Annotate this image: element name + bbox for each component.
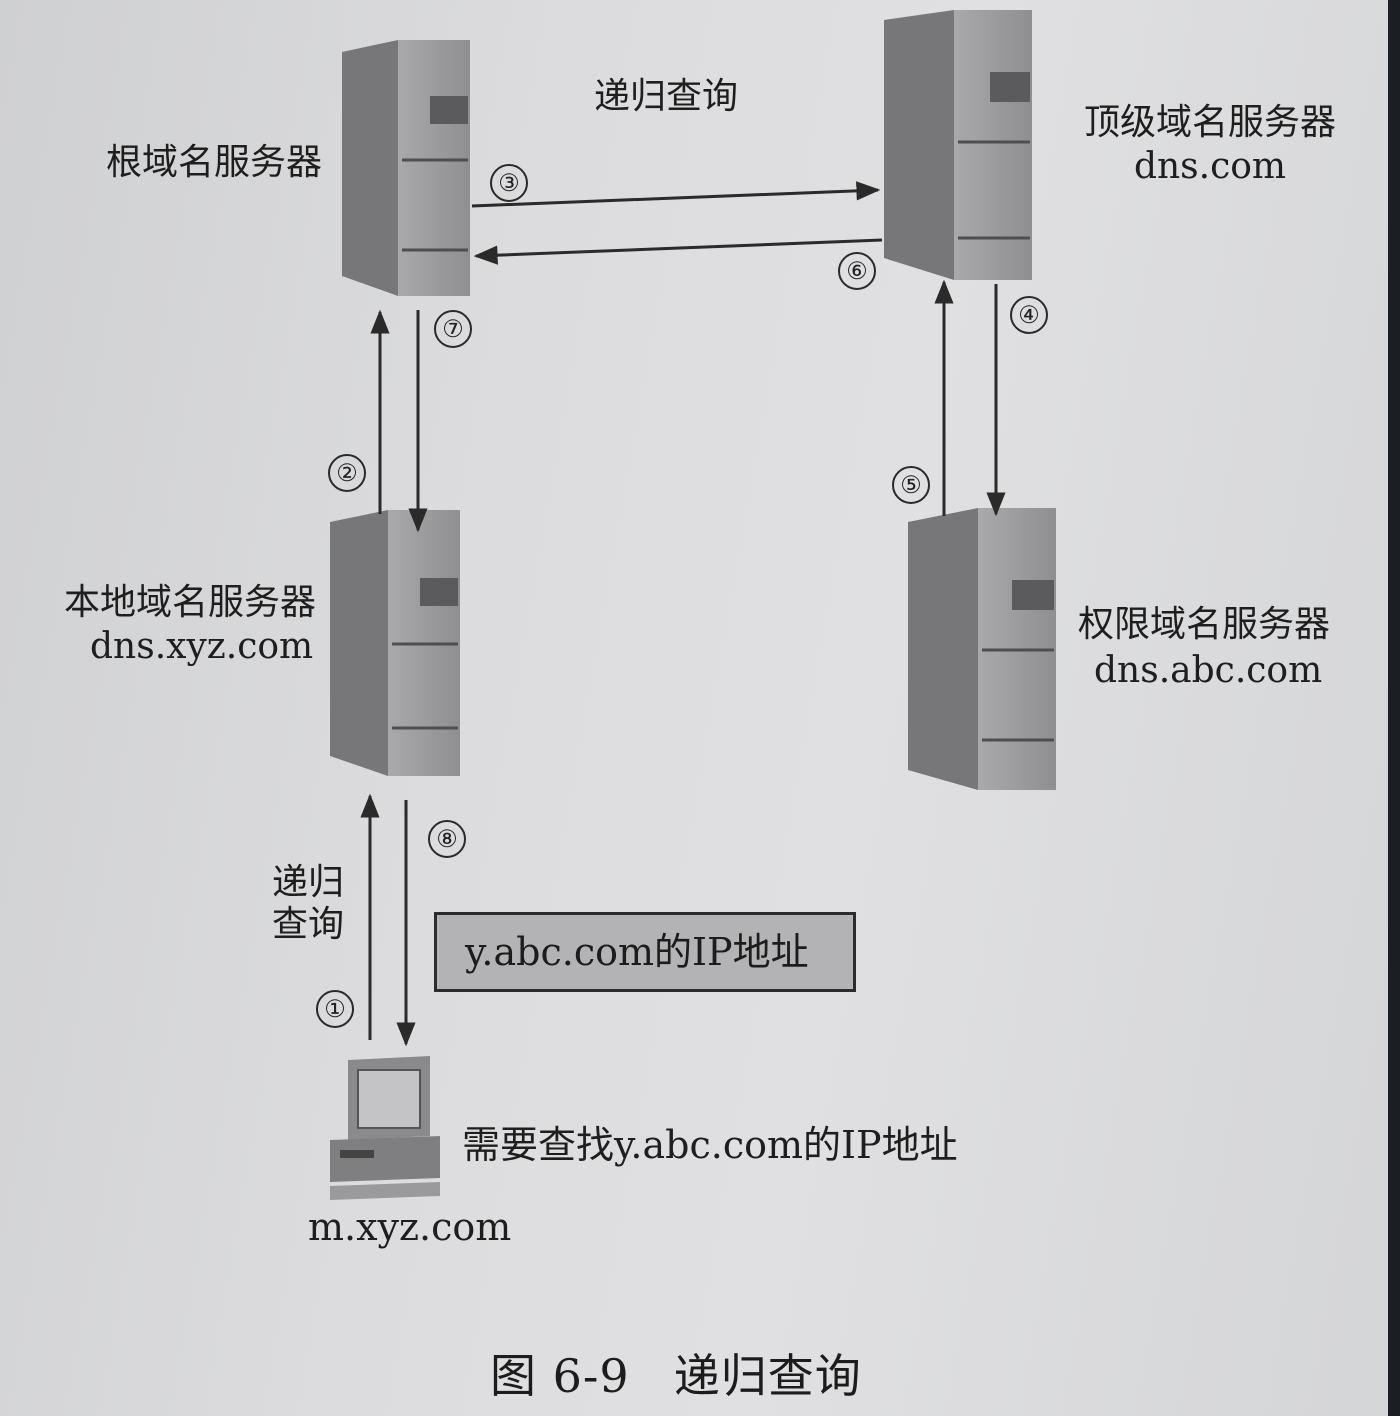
figure-title: 递归查询 — [673, 1349, 862, 1403]
figure-caption: 图 6-9 递归查询 — [490, 1340, 906, 1406]
root-server-label: 根域名服务器 — [106, 142, 323, 183]
authoritative-server-label: 权限域名服务器 — [1078, 604, 1331, 645]
authoritative-domain-label: dns.abc.com — [1094, 650, 1323, 691]
step-2-marker: ② — [328, 454, 366, 492]
authoritative-server-icon — [908, 508, 1056, 790]
figure-number: 图 6-9 — [490, 1349, 630, 1403]
local-server-label: 本地域名服务器 — [64, 582, 317, 623]
tld-domain-label: dns.com — [1133, 146, 1287, 187]
screen-edge-strip — [1388, 0, 1400, 1416]
tld-server-label: 顶级域名服务器 — [1083, 102, 1336, 143]
local-server-icon — [330, 510, 460, 776]
local-domain-label: dns.xyz.com — [90, 626, 314, 667]
client-computer-icon — [330, 1056, 440, 1200]
recursive-query-left-line1: 递归 — [272, 862, 345, 903]
client-need-label: 需要查找y.abc.com的IP地址 — [462, 1123, 958, 1167]
tld-server-icon — [884, 10, 1032, 280]
client-host-label: m.xyz.com — [308, 1205, 512, 1249]
step-3-marker: ③ — [490, 164, 528, 202]
step-8-marker: ⑧ — [428, 820, 466, 858]
step-1-marker: ① — [316, 990, 354, 1028]
step-7-marker: ⑦ — [434, 310, 472, 348]
step-6-marker: ⑥ — [838, 252, 876, 290]
step-4-marker: ④ — [1010, 296, 1048, 334]
step-5-marker: ⑤ — [892, 466, 930, 504]
answer-ip-box: y.abc.com的IP地址 — [434, 912, 856, 992]
recursive-query-top-label: 递归查询 — [594, 76, 739, 117]
root-server-icon — [342, 40, 470, 296]
arrow-step-3 — [471, 181, 881, 208]
recursive-query-left-line2: 查询 — [272, 904, 345, 945]
arrow-step-6 — [473, 238, 883, 265]
